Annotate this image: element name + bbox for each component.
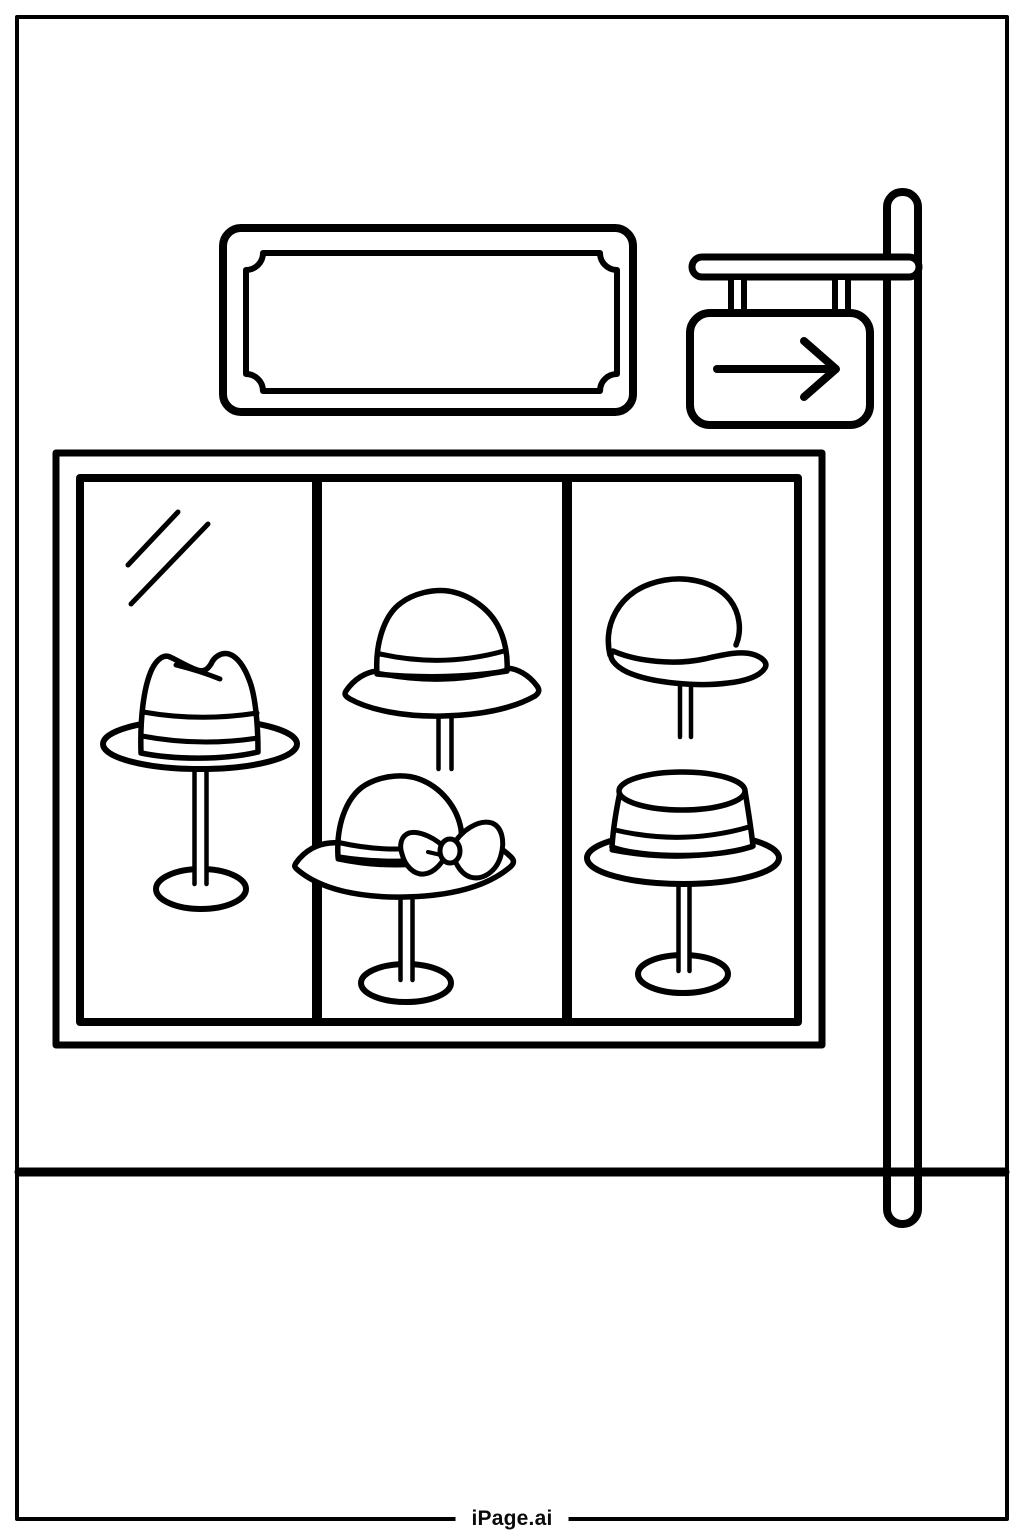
hat-fedora-on-stand xyxy=(100,650,300,912)
hat-flat-cap-on-pole xyxy=(605,576,769,740)
bow xyxy=(398,819,506,881)
hanging-pole xyxy=(677,681,694,740)
fedora-band xyxy=(139,709,261,745)
arrow-right-icon xyxy=(713,337,840,401)
signboard-outer-frame xyxy=(219,224,637,416)
direction-sign xyxy=(686,253,923,429)
hat-sun-hat-on-pole xyxy=(342,587,542,772)
fedora-pinch-crease xyxy=(173,662,223,682)
cap-visor xyxy=(608,648,769,688)
sign-pole xyxy=(883,188,922,1228)
stand-pole xyxy=(398,897,415,983)
window-inner-frame xyxy=(76,474,802,1026)
footer-brand: iPage.ai xyxy=(455,1507,569,1531)
hat-bow-hat-on-stand xyxy=(292,773,517,1005)
glass-glare-lines xyxy=(125,509,211,607)
cap-dome xyxy=(605,576,743,658)
fedora-crown xyxy=(138,650,261,761)
bracket-bar xyxy=(688,253,923,281)
stand-pole xyxy=(676,877,692,974)
boater-crown-top xyxy=(616,769,748,813)
sunhat-band xyxy=(374,648,510,682)
signboard-blank xyxy=(219,224,637,416)
boater-band xyxy=(609,824,755,859)
signboard-inner-plaque xyxy=(243,250,620,394)
hat-boater-on-stand xyxy=(584,769,782,996)
stand-pole xyxy=(192,763,209,887)
shop-window xyxy=(52,449,826,1049)
